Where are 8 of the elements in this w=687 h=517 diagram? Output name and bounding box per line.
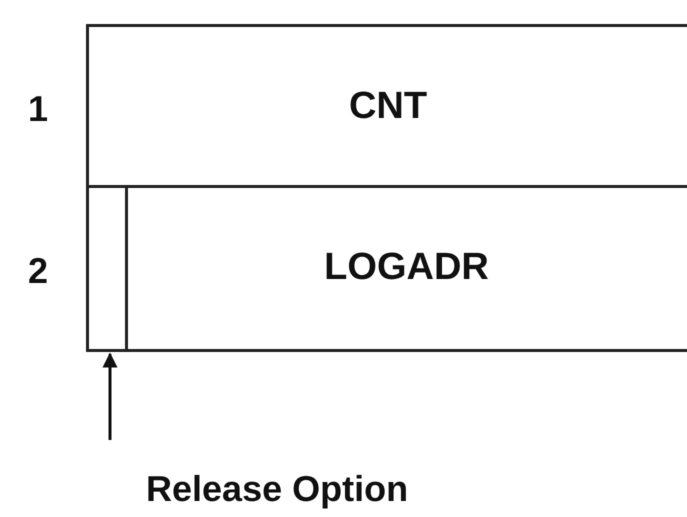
arrow bbox=[102, 352, 118, 440]
annotation-label: Release Option bbox=[146, 468, 408, 509]
option-bit-box bbox=[86, 186, 128, 352]
field-box bbox=[86, 24, 687, 188]
row-number: 1 bbox=[28, 87, 48, 131]
row-number: 2 bbox=[28, 249, 48, 293]
field-label: CNT bbox=[348, 84, 428, 128]
field-label: LOGADR bbox=[324, 245, 489, 290]
